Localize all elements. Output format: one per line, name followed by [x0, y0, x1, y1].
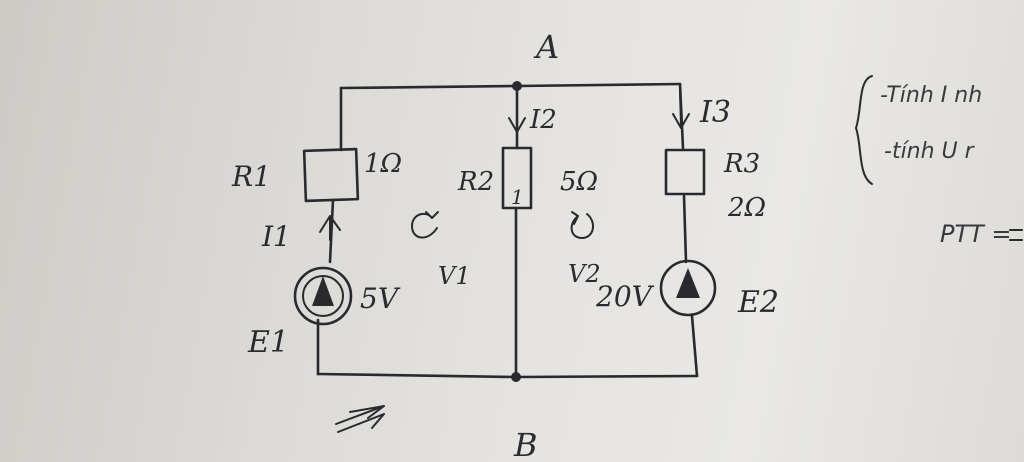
note-brace — [855, 75, 873, 185]
resistor-r2-label: R2 — [457, 167, 494, 197]
note-line-3: PTT = — [940, 220, 1012, 248]
current-i3-arrow — [672, 91, 690, 129]
bottom-wire — [316, 372, 699, 379]
left-branch-wire — [316, 86, 343, 376]
current-i1-label: I1 — [261, 220, 291, 253]
node-b-label: B — [513, 426, 538, 462]
source-e1-arrow-icon — [312, 276, 334, 306]
resistor-r3 — [664, 148, 706, 196]
current-i3-label: I3 — [699, 95, 731, 130]
note-line-2: -tính U r — [884, 139, 976, 164]
source-e2-arrow-icon — [676, 268, 700, 298]
loop2-direction-icon — [570, 211, 594, 239]
right-branch-wire — [678, 82, 699, 378]
ptt-line — [1009, 229, 1023, 241]
resistance-r2-value: 5Ω — [560, 167, 598, 197]
resistance-r1-value: 1Ω — [364, 149, 402, 179]
source-e1 — [293, 266, 353, 326]
top-wire — [339, 82, 682, 90]
current-i2-arrow — [508, 91, 526, 133]
resistance-r3-value: 2Ω — [727, 193, 766, 223]
source-e2 — [659, 259, 717, 317]
note-line-1: -Tính I nh — [880, 83, 982, 108]
double-arrow-icon — [335, 405, 385, 433]
current-i1-arrow — [319, 215, 341, 241]
resistor-r1-label: R1 — [231, 160, 271, 193]
resistor-r1 — [302, 147, 360, 203]
source-e2-label: E2 — [737, 285, 779, 320]
node-a-label: A — [533, 28, 559, 66]
loop2-label: V2 — [568, 260, 601, 288]
resistor-r3-label: R3 — [723, 149, 760, 179]
node-b-dot — [511, 372, 521, 382]
emf-e1-value: 5V — [360, 282, 401, 315]
resistor-r2 — [501, 146, 533, 210]
current-i2-label: I2 — [529, 105, 557, 135]
loop1-label: V1 — [438, 262, 471, 290]
emf-e2-value: 20V — [595, 280, 655, 313]
source-e1-label: E1 — [247, 325, 289, 360]
loop1-direction-icon — [411, 211, 439, 239]
resistor-r2-inner-mark: 1 — [511, 185, 524, 209]
node-a-dot — [512, 81, 522, 91]
